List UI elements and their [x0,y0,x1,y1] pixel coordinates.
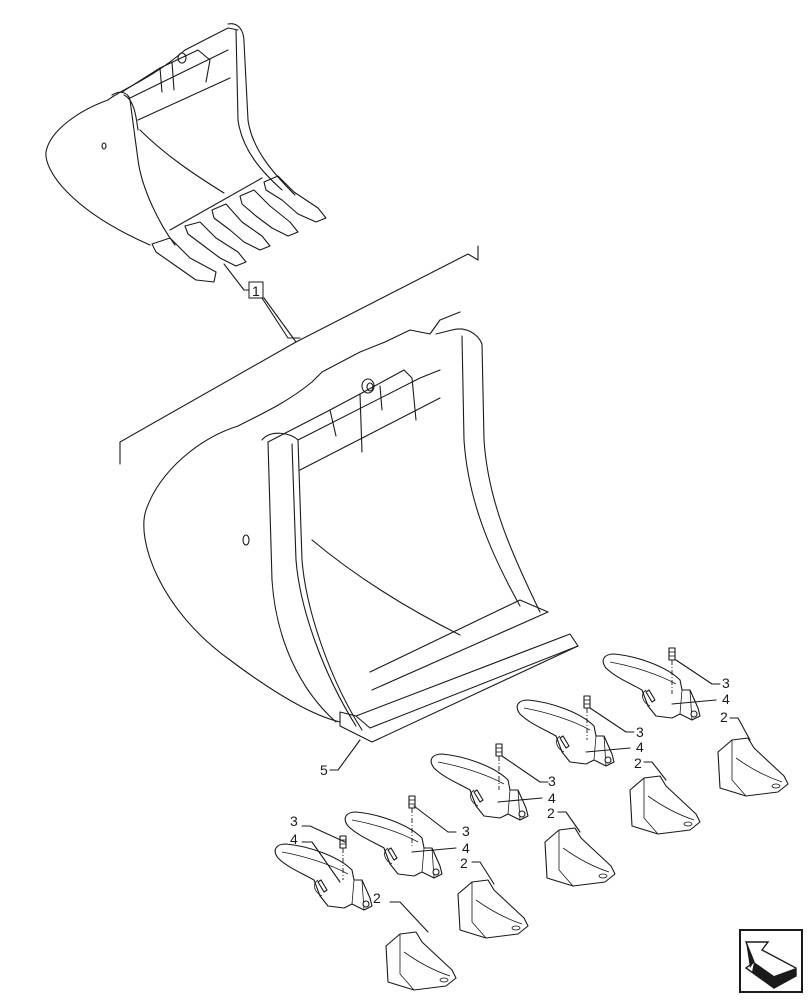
callout-5[interactable]: 5 [320,739,361,778]
tooth-set-e [602,647,789,797]
callout-3c[interactable]: 3 [501,755,556,789]
callout-label: 3 [548,773,556,789]
callout-2d[interactable]: 2 [634,755,667,781]
callout-label: 4 [722,691,730,707]
callout-4e[interactable]: 4 [671,691,730,707]
callout-label: 2 [547,805,555,821]
return-button[interactable] [738,928,804,994]
callout-label: 3 [290,813,298,829]
callout-5-label: 5 [320,762,328,778]
bucket-large [143,311,579,743]
return-arrow-icon [739,929,803,993]
callout-label: 4 [290,831,298,847]
bracket-line [119,245,479,465]
tooth-set-b [344,795,529,939]
bucket-assembly-small [45,23,327,283]
callout-label: 2 [460,855,468,871]
callout-label: 3 [722,675,730,691]
callout-3a[interactable]: 3 [290,813,346,843]
callout-label: 2 [720,709,728,725]
callout-2b[interactable]: 2 [460,855,495,885]
callout-label: 3 [636,724,644,740]
callout-label: 4 [548,790,556,806]
callout-4b[interactable]: 4 [411,840,470,856]
assembly-callout-1[interactable]: 1 [223,263,301,343]
callout-4d[interactable]: 4 [585,739,644,755]
callout-3d[interactable]: 3 [589,707,644,740]
callout-3e[interactable]: 3 [675,659,730,691]
callout-3b[interactable]: 3 [413,805,470,839]
tooth-set-c [430,743,616,887]
callout-1-label: 1 [252,283,260,299]
callout-label: 4 [636,739,644,755]
callout-label: 3 [462,823,470,839]
callout-label: 4 [462,840,470,856]
callout-label: 2 [373,890,381,906]
callout-2c[interactable]: 2 [547,805,581,833]
callout-label: 2 [634,755,642,771]
callout-4a[interactable]: 4 [290,831,341,883]
callout-2e[interactable]: 2 [720,709,751,741]
callout-2a[interactable]: 2 [373,890,429,933]
callout-4c[interactable]: 4 [497,790,556,806]
